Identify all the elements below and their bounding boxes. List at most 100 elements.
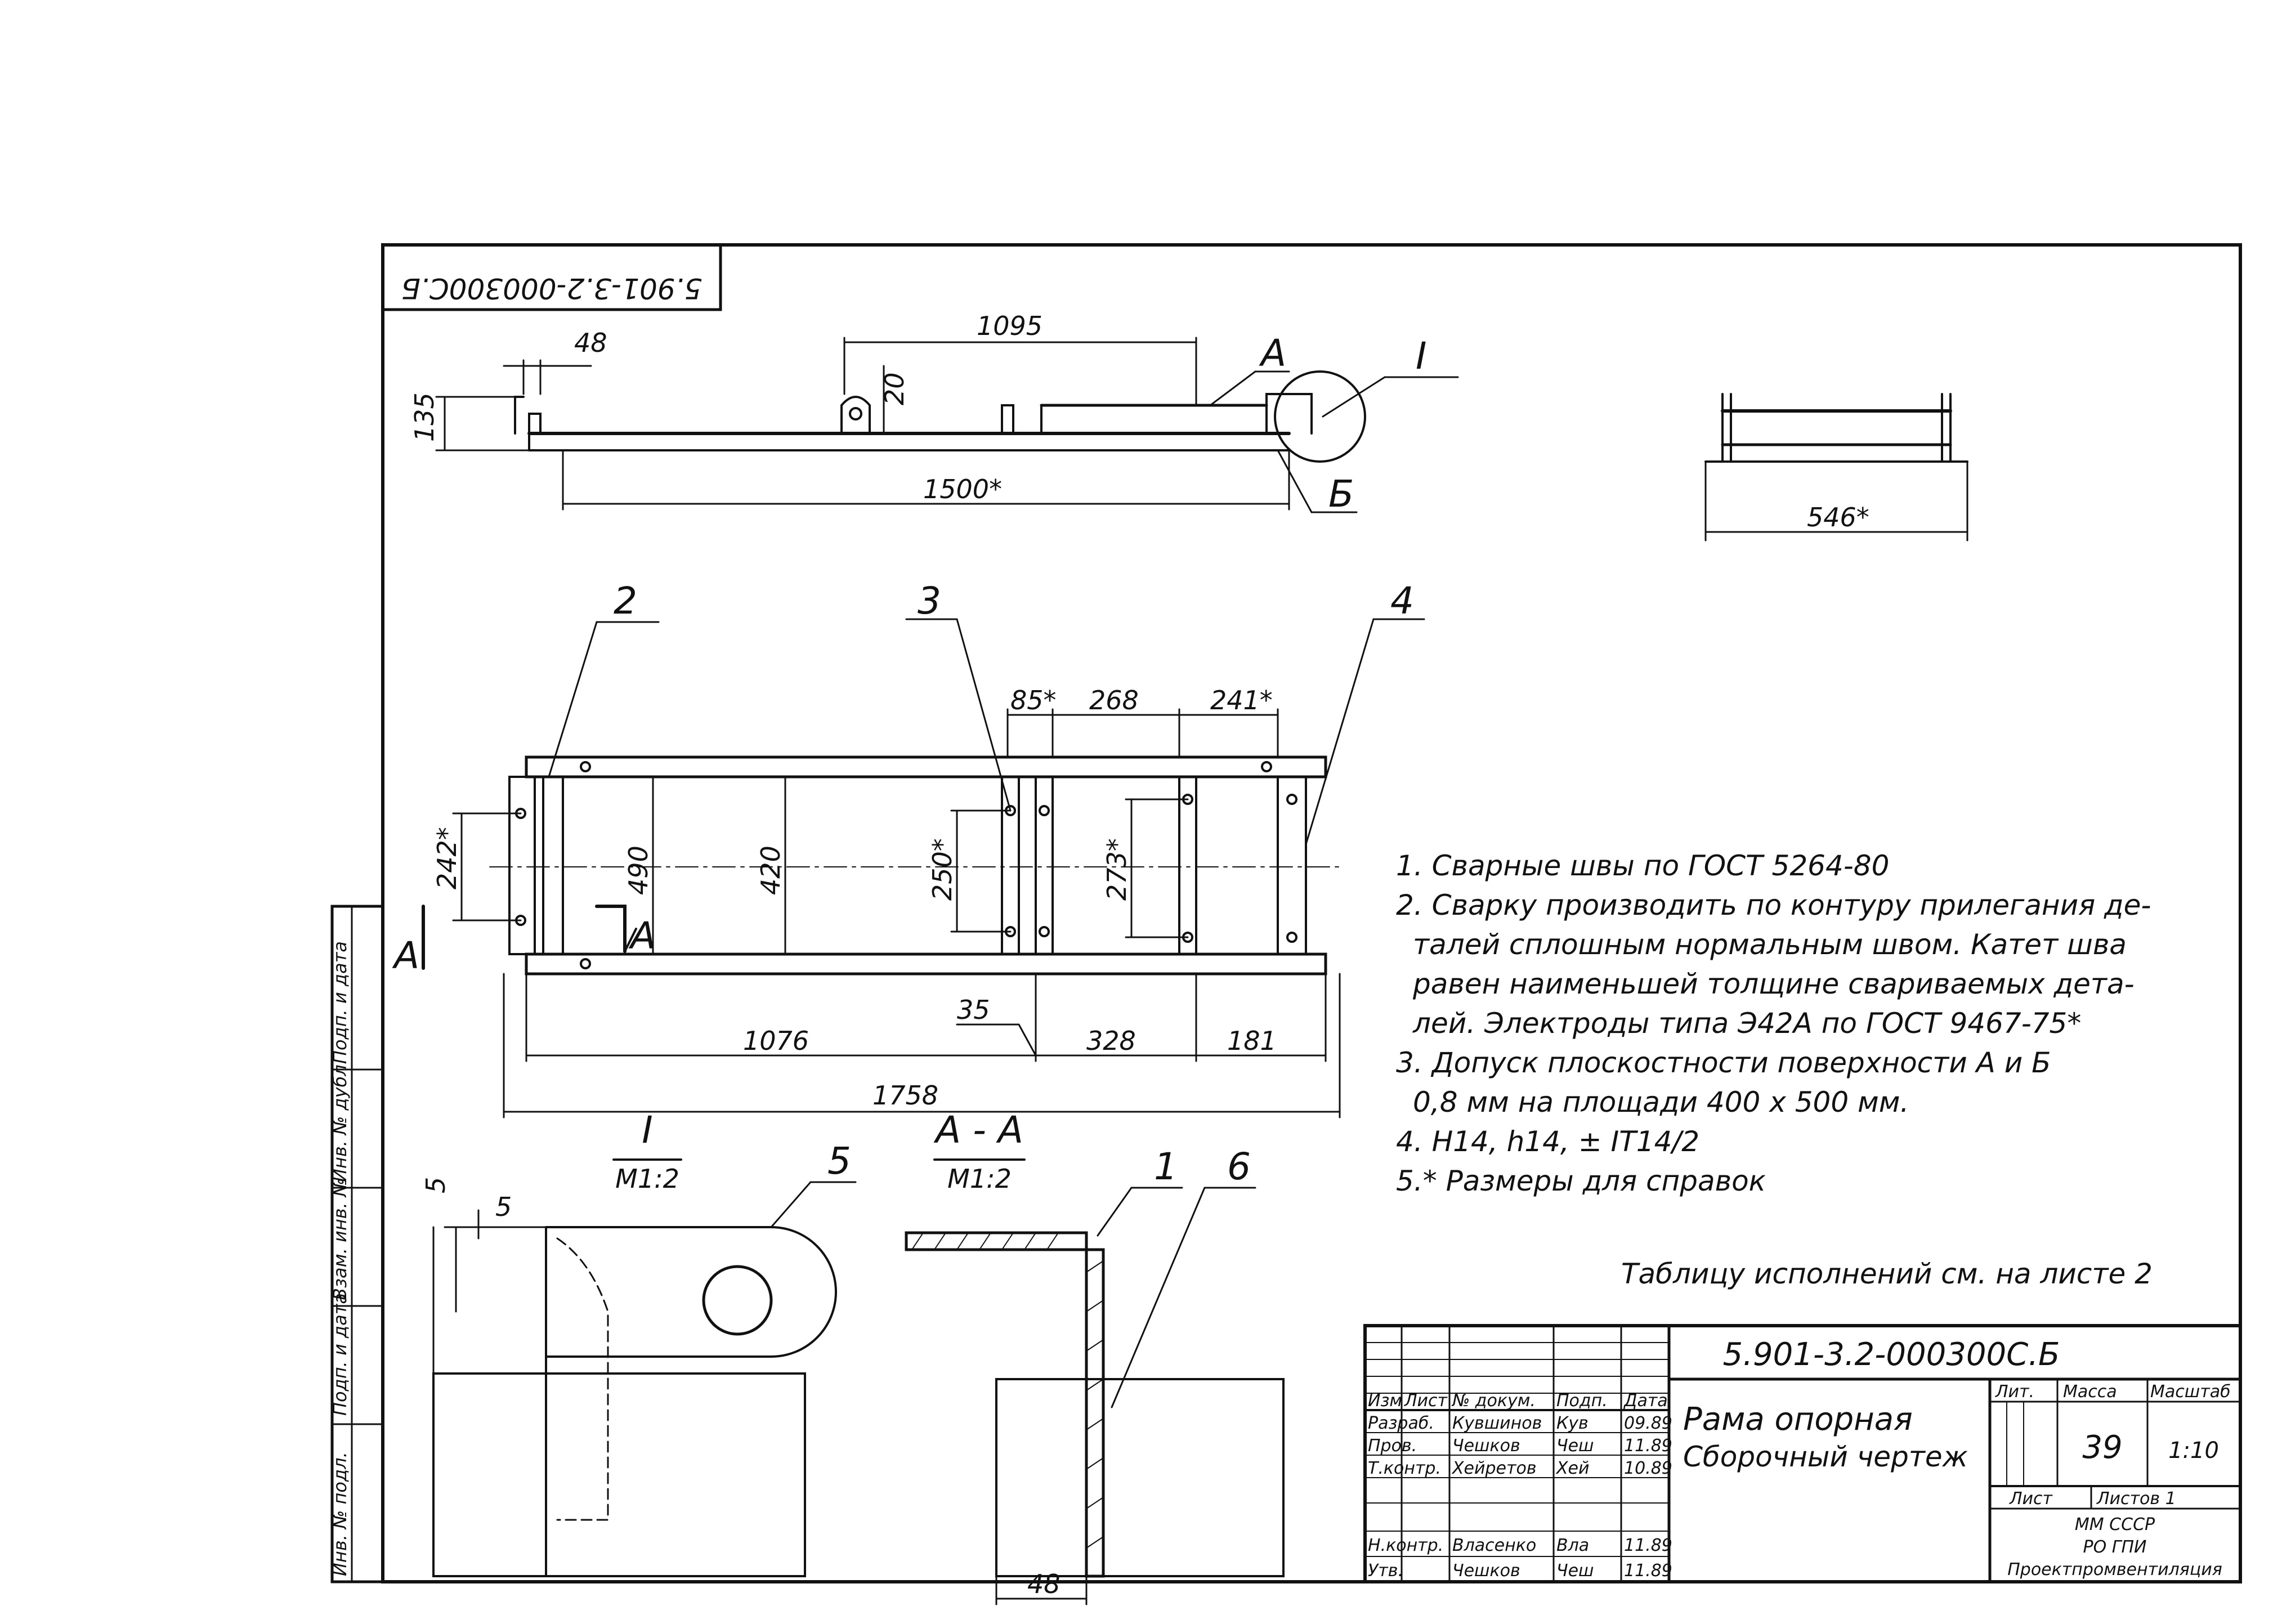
head-col-list: Лист	[1404, 1391, 1448, 1411]
head-col-doc: № докум.	[1451, 1391, 1536, 1411]
section-aa-scale: М1:2	[947, 1164, 1012, 1194]
note-line-2: 2. Сварку производить по контуру прилега…	[1396, 889, 2151, 921]
head-col-date: Дата	[1623, 1391, 1668, 1411]
section-marker-a: А	[628, 914, 656, 958]
row-1-name: Кувшинов	[1452, 1413, 1542, 1433]
dim-273: 273*	[1102, 838, 1132, 901]
dim-242: 242*	[432, 827, 462, 889]
org-line-1: ММ СССР	[2075, 1515, 2155, 1534]
dim-546: 546*	[1807, 502, 1869, 533]
view-label-a: А	[1259, 332, 1286, 375]
dim-85: 85*	[1010, 685, 1057, 715]
dim-35: 35	[957, 995, 990, 1025]
scale-label: Масштаб	[2150, 1382, 2231, 1402]
position-6: 6	[1227, 1145, 1251, 1188]
note-line-3: талей сплошным нормальным швом. Катет шв…	[1413, 928, 2127, 961]
dim-1095: 1095	[977, 311, 1042, 341]
section-aa-title: А - А	[933, 1108, 1023, 1152]
dim-181: 181	[1227, 1026, 1277, 1056]
code-stamp-text: 5.901-3.2-000300С.Б	[401, 272, 703, 305]
detail-i-title: I	[642, 1108, 652, 1152]
dim-420: 420	[755, 845, 786, 895]
scale-value: 1:10	[2168, 1438, 2219, 1464]
dim-490: 490	[623, 845, 654, 895]
section-aa-view	[905, 1158, 1285, 1605]
row-2-name: Чешков	[1452, 1436, 1520, 1456]
title-block	[1363, 1324, 2242, 1583]
notes-block: 1. Сварные швы по ГОСТ 5264-80 2. Сварку…	[1396, 849, 2153, 1290]
row-5-sign: Чеш	[1556, 1561, 1594, 1581]
dim-5-vertical: 5	[420, 1177, 451, 1193]
detail-i-scale: М1:2	[615, 1164, 679, 1194]
dim-5-horizontal: 5	[495, 1192, 512, 1222]
dim-328: 328	[1086, 1026, 1136, 1056]
dim-48-section: 48	[1027, 1569, 1061, 1599]
row-4-name: Власенко	[1452, 1536, 1536, 1555]
title-block-name-1: Рама опорная	[1683, 1401, 1913, 1438]
position-2: 2	[614, 579, 637, 623]
row-2-sign: Чеш	[1556, 1436, 1594, 1456]
note-line-7: 0,8 мм на площади 400 х 500 мм.	[1413, 1086, 1909, 1119]
row-4-date: 11.89	[1624, 1536, 1672, 1555]
row-1-date: 09.89	[1624, 1413, 1672, 1433]
front-view	[435, 337, 1459, 513]
position-5: 5	[827, 1139, 851, 1183]
head-col-sign: Подп.	[1556, 1391, 1608, 1411]
note-line-8: 4. Н14, h14, ± IT14/2	[1396, 1125, 1699, 1158]
row-2-date: 11.89	[1624, 1436, 1672, 1456]
detail-i-view	[432, 1158, 857, 1577]
view-label-detail: I	[1416, 334, 1426, 378]
lit-label: Лит.	[1995, 1382, 2034, 1402]
dim-48: 48	[574, 328, 607, 358]
code-stamp-box	[381, 243, 722, 311]
side-stamp-label-2: Подп. и дата	[329, 1293, 351, 1416]
dim-241: 241*	[1210, 685, 1273, 715]
side-stamp-label-3: Взам. инв. №	[329, 1178, 351, 1300]
dim-268: 268	[1089, 685, 1139, 715]
dim-1076: 1076	[743, 1026, 809, 1056]
row-3-sign: Хей	[1555, 1459, 1590, 1478]
side-stamp	[330, 905, 384, 1583]
mass-label: Масса	[2063, 1382, 2117, 1402]
row-5-date: 11.89	[1624, 1561, 1672, 1581]
mass-value: 39	[2082, 1429, 2122, 1466]
dim-250: 250*	[927, 838, 957, 901]
row-4-role: Н.контр.	[1368, 1536, 1443, 1555]
row-5-role: Утв.	[1368, 1561, 1403, 1581]
row-4-sign: Вла	[1556, 1536, 1589, 1555]
position-3: 3	[918, 579, 941, 623]
org-line-3: Проектпромвентиляция	[2007, 1560, 2222, 1580]
note-line-6: 3. Допуск плоскостности поверхности А и …	[1396, 1046, 2051, 1079]
sheets-label: Листов 1	[2096, 1489, 2176, 1509]
table-reference: Таблицу исполнений см. на листе 2	[1621, 1258, 2153, 1290]
note-line-1: 1. Сварные швы по ГОСТ 5264-80	[1396, 849, 1889, 882]
row-2-role: Пров.	[1368, 1436, 1417, 1456]
title-block-name-2: Сборочный чертеж	[1683, 1440, 1968, 1473]
note-line-4: равен наименьшей толщине свариваемых дет…	[1412, 968, 2135, 1000]
side-stamp-label-1: Инв. № подл.	[329, 1452, 351, 1576]
row-1-role: Разраб.	[1368, 1413, 1434, 1433]
dim-135: 135	[409, 392, 440, 442]
view-label-b: Б	[1328, 472, 1354, 516]
side-view	[1704, 393, 1968, 542]
position-4: 4	[1390, 579, 1414, 623]
note-line-5: лей. Электроды типа Э42А по ГОСТ 9467-75…	[1412, 1007, 2081, 1040]
sheet-label: Лист	[2009, 1489, 2053, 1509]
dim-1500: 1500*	[923, 474, 1002, 504]
note-line-9: 5.* Размеры для справок	[1396, 1165, 1766, 1197]
row-1-sign: Кув	[1556, 1413, 1589, 1433]
side-stamp-label-5: Подп. и дата	[329, 941, 351, 1064]
head-col-izm: Изм	[1368, 1391, 1402, 1411]
org-line-2: РО ГПИ	[2083, 1537, 2147, 1557]
title-block-text: 5.901-3.2-000300С.Б Рама опорная Сборочн…	[1368, 1336, 2231, 1581]
view-marker-a-left: А	[392, 934, 419, 977]
row-3-name: Хейретов	[1451, 1459, 1537, 1478]
dim-20: 20	[879, 372, 910, 405]
plan-view	[422, 618, 1425, 1119]
side-stamp-label-4: Инв. № дубл.	[329, 1059, 351, 1182]
row-3-date: 10.89	[1624, 1459, 1672, 1478]
row-3-role: Т.контр.	[1368, 1459, 1441, 1478]
row-5-name: Чешков	[1452, 1561, 1520, 1581]
